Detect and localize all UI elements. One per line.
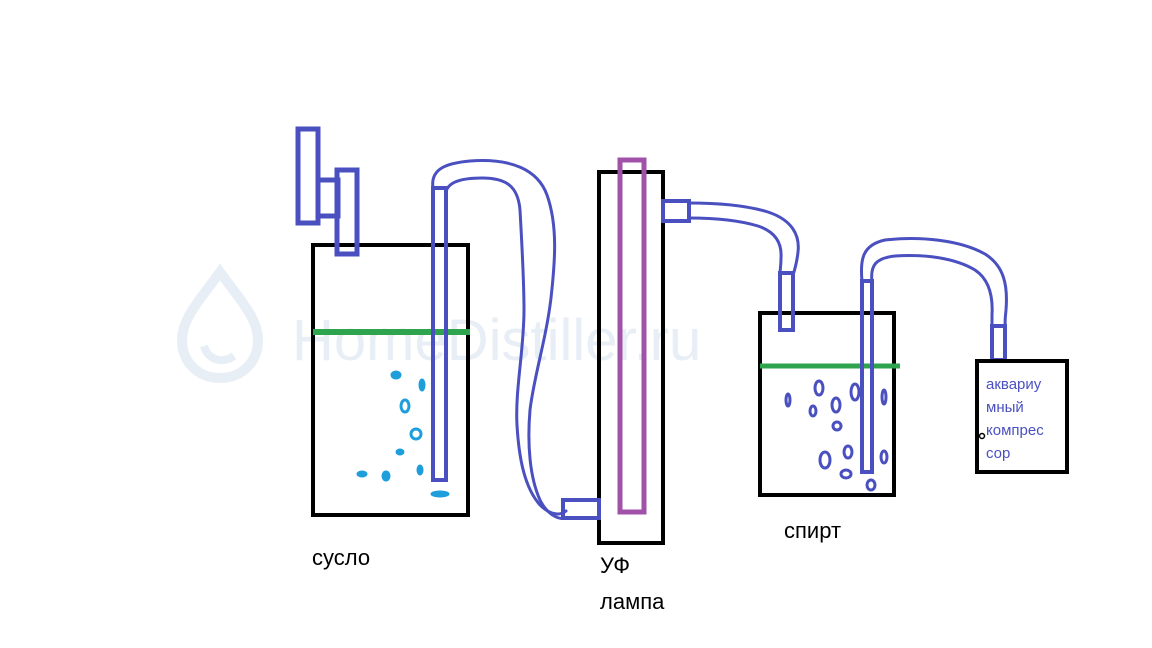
watermark: HomeDistiller.ru	[176, 263, 701, 384]
bubble	[839, 468, 853, 480]
alcohol-container	[758, 311, 896, 497]
bubble	[831, 420, 843, 432]
bubble	[381, 470, 391, 482]
hose-alcohol-to-compressor	[859, 237, 1008, 328]
bubble	[395, 448, 405, 456]
bubble	[390, 370, 402, 380]
bubble	[399, 398, 411, 414]
compressor-label-line-4: сор	[986, 445, 1010, 462]
hose-alcohol-to-compressor-inner	[870, 254, 994, 328]
hose-lamp-to-alcohol-inner	[687, 216, 783, 276]
alcohol-label: спирт	[784, 518, 841, 543]
uv-lamp-housing	[597, 170, 665, 545]
alcohol-outlet-tube	[860, 279, 874, 474]
wort-inner-tube	[431, 186, 448, 482]
alcohol-bubbles	[784, 379, 889, 492]
watermark-text: HomeDistiller.ru	[292, 308, 701, 373]
compressor-label-line-1: аквариу	[986, 376, 1042, 393]
wort-label: сусло	[312, 545, 370, 570]
airlock-lower	[334, 167, 360, 257]
hose-lamp-to-alcohol	[687, 201, 800, 274]
compressor-box	[975, 359, 1069, 474]
uv-lamp-label-line-2: лампа	[600, 589, 665, 614]
bubble	[865, 478, 877, 492]
compressor-air-tube	[990, 324, 1007, 362]
bubble	[430, 490, 450, 498]
uv-lamp-tube	[617, 157, 647, 515]
wort-container	[311, 243, 470, 517]
bubble	[880, 388, 888, 406]
hose-wort-to-lamp	[431, 159, 568, 520]
bubble	[818, 450, 832, 470]
compressor-label-line-2: мный	[986, 399, 1024, 416]
airlock-upper	[295, 126, 321, 226]
compressor-dot	[978, 432, 986, 440]
lamp-outlet-fitting	[661, 199, 691, 223]
bubble	[830, 396, 842, 414]
uv-lamp-unit	[561, 157, 691, 545]
bubble	[356, 470, 368, 478]
bubble	[813, 379, 825, 397]
bubble	[416, 464, 424, 476]
bubble	[784, 392, 792, 408]
compressor-label-line-3: компрес	[986, 422, 1044, 439]
bubble	[418, 378, 426, 392]
watermark-drop-icon	[176, 263, 264, 384]
wort-bubbles	[356, 370, 450, 498]
bubble	[842, 444, 854, 460]
bubble	[409, 427, 423, 441]
bubble	[849, 382, 861, 402]
wort-vessel	[295, 126, 470, 517]
bubble	[879, 449, 889, 465]
alcohol-vessel	[758, 271, 900, 497]
compressor-unit: аквариу мный компрес сор	[975, 324, 1069, 474]
hose-wort-to-lamp-inner	[444, 176, 568, 516]
bubble	[808, 404, 818, 418]
uv-lamp-label-line-1: УФ	[600, 553, 630, 578]
alcohol-inlet-tube	[778, 271, 795, 332]
lamp-inlet-fitting	[561, 498, 601, 520]
